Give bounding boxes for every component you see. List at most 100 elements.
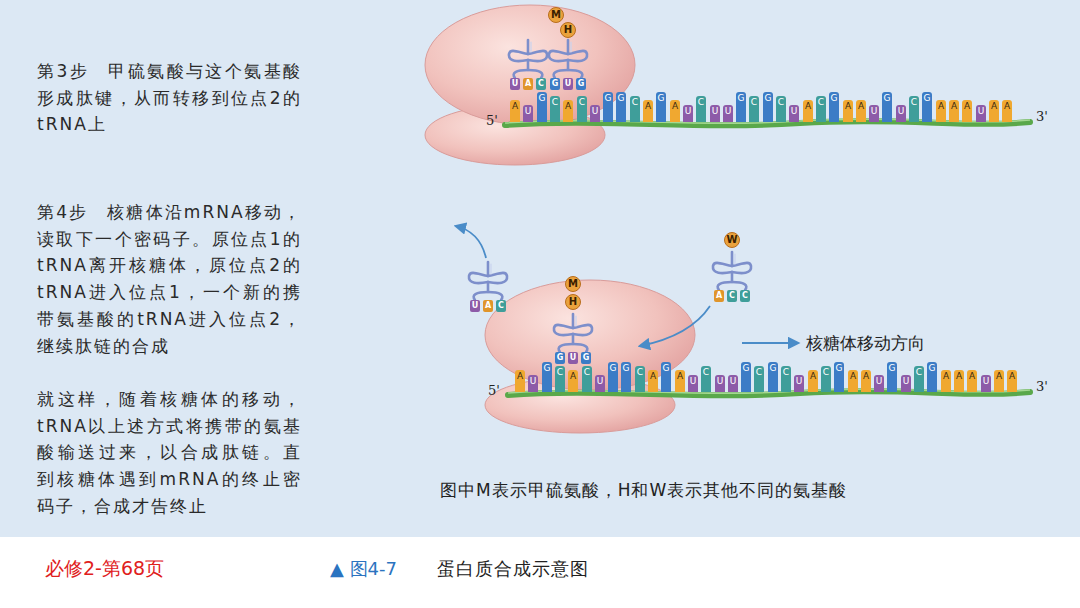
trna-bottom [469, 252, 751, 364]
base-letter: C [778, 97, 784, 108]
mrna-base: U [874, 375, 884, 392]
mrna-base: C [635, 366, 645, 392]
mrna-base: U [723, 105, 733, 122]
base-letter: C [823, 367, 829, 378]
base-letter: U [685, 106, 692, 117]
mrna-base: A [962, 100, 972, 122]
mrna-base: A [670, 100, 680, 122]
base-letter: U [717, 376, 724, 387]
base-letter: C [916, 367, 922, 378]
mrna-base: A [648, 370, 658, 392]
mrna-base: A [949, 100, 959, 122]
mrna-base: A [989, 100, 999, 122]
base-letter: A [956, 371, 962, 382]
base-letter: U [876, 376, 883, 387]
mrna-base: C [696, 96, 706, 122]
base-letter: A [845, 101, 851, 112]
end-label: 5' [488, 384, 500, 398]
mrna-base: U [976, 105, 986, 122]
mrna-base: A [1007, 370, 1017, 392]
mrna-base: G [834, 362, 844, 392]
mrna-base: C [577, 96, 587, 122]
anticodon-letter: G [555, 353, 565, 363]
amino-acid: H [565, 294, 581, 310]
base-letter: U [796, 376, 803, 387]
mrna-base: A [856, 100, 866, 122]
mrna-base: C [754, 366, 764, 392]
anticodon-letter: G [581, 353, 591, 363]
mrna-base: G [603, 92, 613, 122]
step-text: 第3步 甲硫氨酸与这个氨基酸形成肽键，从而转移到位点2的tRNA上 [37, 58, 302, 138]
mrna-base: G [922, 92, 932, 122]
mrna-base: G [621, 362, 631, 392]
anticodon-letter: U [568, 353, 578, 363]
mrna-base: G [616, 92, 626, 122]
mrna-base: A [861, 370, 871, 392]
base-letter: A [969, 371, 975, 382]
mrna-base: G [927, 362, 937, 392]
amino-acid-letter: M [551, 8, 561, 22]
mrna-base: C [914, 366, 924, 392]
base-letter: G [544, 363, 551, 374]
end-label: 3' [1036, 110, 1048, 124]
base-letter: U [597, 376, 604, 387]
mrna-base: A [843, 100, 853, 122]
base-letter: U [592, 106, 599, 117]
mrna-base: G [882, 92, 892, 122]
base-letter: C [756, 367, 762, 378]
mrna-base: G [829, 92, 839, 122]
mrna-base: A [643, 100, 653, 122]
base-letter: A [938, 101, 944, 112]
mrna-base: U [728, 375, 738, 392]
mrna-base: G [763, 92, 773, 122]
base-letter: G [765, 93, 772, 104]
base-letter: U [530, 376, 537, 387]
base-letter: G [658, 93, 665, 104]
mrna-base: A [941, 370, 951, 392]
mrna-base: C [550, 96, 560, 122]
base-letter: G [889, 363, 896, 374]
mrna-base: U [528, 375, 538, 392]
page-ref: 必修2-第68页 [45, 556, 164, 580]
direction-arrow [742, 342, 798, 344]
mrna-base: U [794, 375, 804, 392]
base-letter: A [512, 101, 518, 112]
base-letter: C [632, 97, 638, 108]
end-label: 5' [486, 114, 498, 128]
anticodon-letter: C [496, 301, 506, 311]
leave-arrow [456, 226, 486, 258]
anticodon-letter: A [523, 79, 533, 89]
base-letter: U [791, 106, 798, 117]
base-letter: C [557, 367, 563, 378]
base-letter: C [703, 367, 709, 378]
base-letter: G [738, 93, 745, 104]
amino-acid: M [548, 7, 564, 23]
base-letter: A [672, 101, 678, 112]
mrna-base: C [582, 366, 592, 392]
mrna-base: A [954, 370, 964, 392]
base-letter: G [623, 363, 630, 374]
base-letter: G [924, 93, 931, 104]
mrna-base: A [563, 100, 573, 122]
trna-top [509, 40, 587, 90]
base-letter: G [831, 93, 838, 104]
amino-acid: W [724, 232, 740, 248]
mrna-base: U [683, 105, 693, 122]
figure-number: ▲ 图4-7 [330, 557, 397, 581]
base-letter: A [991, 101, 997, 112]
mrna-base: G [542, 362, 552, 392]
base-letter: C [783, 367, 789, 378]
mrna-base: C [781, 366, 791, 392]
mrna-base: U [595, 375, 605, 392]
mrna-base: G [741, 362, 751, 392]
amino-acid-letter: H [564, 23, 572, 37]
mrna-base: A [994, 370, 1004, 392]
mrna-base: U [715, 375, 725, 392]
mrna-base: A [967, 370, 977, 392]
base-letter: A [810, 371, 816, 382]
ribosome-top [425, 5, 635, 165]
mrna-base: C [630, 96, 640, 122]
anticodon-letter: G [576, 79, 586, 89]
base-letter: C [751, 97, 757, 108]
